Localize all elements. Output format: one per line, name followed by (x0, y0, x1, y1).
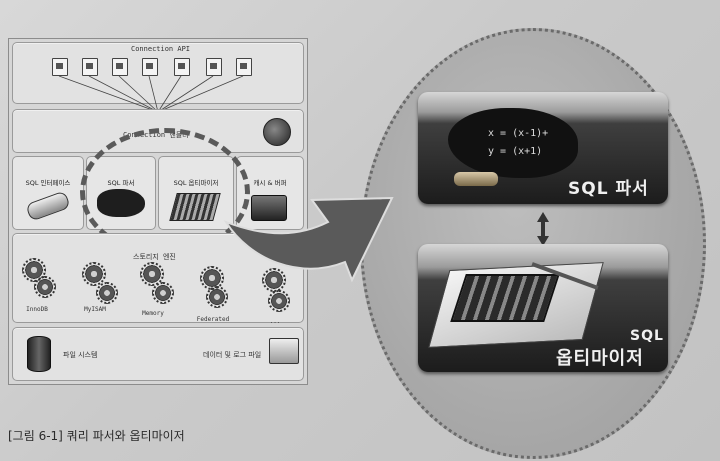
engine-label-myisam: MyISAM (84, 306, 106, 313)
sql-interface-label: SQL 인터페이스 (25, 179, 71, 187)
connection-api-label: Connection API (131, 45, 191, 53)
chalk-eraser-icon (454, 172, 498, 186)
database-icon (27, 336, 51, 372)
gear-icon (206, 286, 228, 308)
gear-icon (96, 282, 118, 304)
sql-parser-title: SQL 파서 (568, 179, 649, 199)
figure-caption: [그림 6-1] 쿼리 파서와 옵티마이저 (8, 429, 185, 443)
log-file-label: 데이터 및 로그 파일 (203, 351, 262, 359)
gear-icon (140, 262, 164, 286)
client-doc-icon (142, 58, 158, 76)
formula-chalkboard (448, 108, 578, 178)
client-doc-icon (112, 58, 128, 76)
gear-icon (268, 290, 290, 312)
toolbox-icon (251, 195, 287, 221)
optimizer-title: 옵티마이저 (556, 348, 644, 369)
client-doc-icon (174, 58, 190, 76)
engine-label-federated: Federated (196, 316, 230, 323)
engine-label-more: ... (269, 318, 281, 325)
client-doc-icon (206, 58, 222, 76)
formula-line-2: y = (x+1) (488, 146, 543, 157)
sql-optimizer-panel: SQL 옵티마이저 (418, 244, 668, 372)
optimizer-sql-label: SQL (630, 328, 664, 344)
engine-label-memory: Memory (142, 310, 164, 317)
calculator-keys-icon (450, 274, 560, 322)
engine-label-innodb: InnoDB (26, 306, 48, 313)
gear-icon (262, 268, 286, 292)
gear-icon (152, 282, 174, 304)
client-doc-icon (82, 58, 98, 76)
sql-interface-cell: SQL 인터페이스 (12, 156, 84, 230)
cache-buffer-label: 캐시 & 버퍼 (253, 179, 287, 187)
storage-engine-label: 스토리지 엔진 (133, 253, 176, 261)
file-system-label: 파일 시스템 (63, 351, 98, 359)
gear-icon (34, 276, 56, 298)
client-doc-icon (52, 58, 68, 76)
network-globe-icon (263, 118, 291, 146)
folder-icon (269, 338, 299, 364)
sql-parser-panel: x = (x-1)+ y = (x+1) SQL 파서 (418, 92, 668, 204)
client-doc-icon (236, 58, 252, 76)
file-system-row: 파일 시스템 데이터 및 로그 파일 (12, 327, 304, 381)
formula-line-1: x = (x-1)+ (488, 128, 549, 139)
